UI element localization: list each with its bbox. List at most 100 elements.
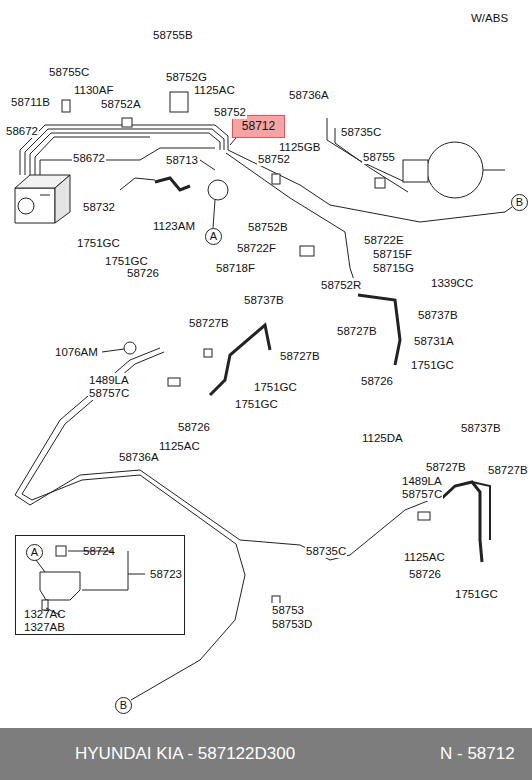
callout-number: 58736A: [118, 450, 160, 464]
callout-number: 58726: [408, 567, 442, 581]
bracket-part: [124, 342, 136, 354]
callout-number: 58752R: [320, 278, 362, 292]
callout-number: 58731A: [413, 334, 455, 348]
callout-number: 1489LA: [401, 474, 443, 488]
leader-line: [102, 349, 124, 352]
callout-number: 58712: [242, 120, 275, 134]
callout-number: 58737B: [243, 293, 285, 307]
callout-number: 58755B: [152, 28, 194, 42]
leader-line: [230, 138, 236, 145]
bracket-part: [375, 178, 385, 188]
callout-number: 58724: [83, 545, 115, 558]
bracket-part: [168, 378, 180, 386]
callout-number: 58755C: [48, 65, 90, 79]
callout-number: 58735C: [305, 544, 347, 558]
callout-number: 1751GC: [410, 358, 455, 372]
callout-number: 58757C: [88, 386, 130, 400]
inset-part: [40, 572, 80, 600]
callout-number: 58711B: [10, 95, 51, 109]
callout-number: 58722E: [363, 233, 405, 247]
callout-number: 58735C: [340, 125, 382, 139]
callout-number: 58752: [257, 152, 291, 166]
reference-letter: B: [516, 196, 523, 209]
bracket-part: [418, 512, 430, 520]
abs-module: [15, 188, 55, 223]
bracket-part: [170, 92, 188, 112]
callout-number: 58753: [271, 603, 305, 617]
inset-part: [56, 546, 66, 556]
callout-number: 58713: [165, 153, 199, 167]
callout-number: 58727B: [188, 316, 230, 330]
callout-number: 58727B: [487, 463, 529, 477]
bracket-part: [122, 118, 132, 127]
callout-number: 58752G: [165, 70, 208, 84]
brake-hose: [155, 178, 190, 190]
brake-booster: [403, 142, 505, 198]
callout-number: 58672: [72, 151, 106, 165]
callout-number: 58727B: [425, 460, 467, 474]
callout-number: 58737B: [417, 308, 459, 322]
bracket-part: [62, 100, 70, 112]
leader-line: [82, 590, 128, 591]
brake-pipe: [22, 352, 245, 700]
reference-letter: A: [31, 546, 38, 559]
bracket-part: [208, 180, 228, 200]
callout-number: 1339CC: [430, 276, 474, 290]
brake-pipe: [15, 118, 512, 700]
callout-number: 58715G: [372, 261, 415, 275]
callout-number: 1123AM: [152, 219, 196, 233]
brake-pipe: [40, 148, 215, 175]
footer-band: HYUNDAI KIA - 587122D300 N - 58712: [0, 728, 532, 780]
brake-hose: [472, 482, 490, 540]
abs-module: [55, 175, 70, 223]
callout-number: 58752B: [247, 220, 289, 234]
variant-note: W/ABS: [470, 11, 509, 25]
inset-part: [40, 546, 80, 610]
callout-number: 58755: [362, 150, 396, 164]
bracket-part: [62, 92, 430, 606]
reference-circle: B: [511, 194, 528, 211]
callout-number: 58727B: [279, 349, 321, 363]
callout-number: 58737B: [460, 421, 502, 435]
callout-number: 58722F: [236, 241, 277, 255]
part-number-text: HYUNDAI KIA - 587122D300: [75, 744, 295, 764]
reference-circle: B: [115, 697, 132, 714]
bracket-part: [204, 349, 212, 357]
callout-number: 1125DA: [361, 431, 404, 445]
brake-pipe: [120, 178, 155, 190]
leader-line: [200, 160, 215, 170]
callout-number: 1130AF: [73, 83, 114, 97]
callout-number: 58753D: [271, 617, 313, 631]
bracket-part: [272, 174, 280, 184]
brake-pipe: [30, 133, 220, 175]
brake-hose: [440, 482, 482, 562]
abs-module: [40, 195, 50, 196]
callout-number: 58726: [177, 420, 211, 434]
reference-letter: B: [120, 699, 127, 712]
brake-pipe: [15, 348, 440, 560]
brake-booster: [403, 160, 428, 182]
callout-number: 58723: [150, 568, 182, 581]
callout-number: 1125AC: [193, 83, 236, 97]
brake-hose: [155, 178, 490, 562]
callout-number: 58736A: [288, 88, 330, 102]
reference-letter: A: [210, 230, 217, 243]
brake-pipe: [20, 125, 228, 175]
callout-number: 58752: [213, 105, 247, 119]
abs-module: [18, 198, 34, 214]
brake-pipe: [327, 118, 405, 182]
reference-circle: A: [205, 228, 222, 245]
callout-number: 58732: [82, 200, 116, 214]
callout-number: 1751GC: [253, 380, 298, 394]
callout-number: 1489LA: [88, 373, 130, 387]
callout-number: 1751GC: [234, 397, 279, 411]
callout-number: 1751GC: [454, 587, 499, 601]
callout-number: 58757C: [401, 487, 443, 501]
callout-number: 1076AM: [54, 345, 99, 359]
callout-number: 58715F: [372, 247, 413, 261]
callout-number: 1327AC 1327AB: [24, 608, 66, 634]
brake-booster: [427, 142, 483, 198]
part-number-text: N - 58712: [440, 744, 515, 764]
detail-inset: 58724 58723 1327AC 1327AB A: [15, 535, 185, 635]
callout-number: 58726: [126, 266, 160, 280]
